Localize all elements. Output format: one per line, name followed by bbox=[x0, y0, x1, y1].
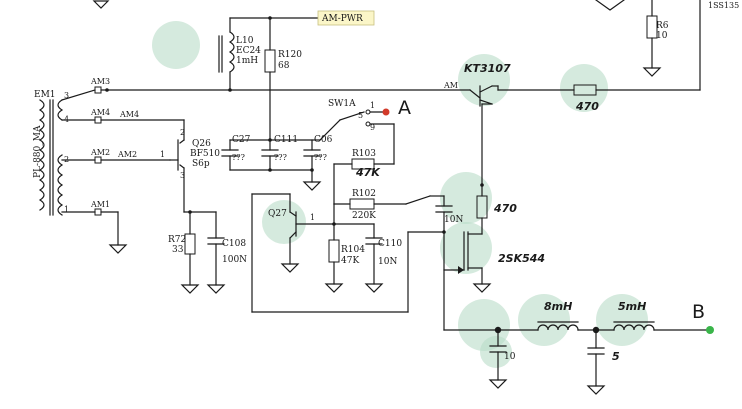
r102-value: 220K bbox=[352, 211, 376, 221]
cap-10-label: 10 bbox=[504, 352, 516, 362]
am4-wire-label: AM4 bbox=[119, 110, 139, 119]
r102-ref: R102 bbox=[352, 189, 376, 199]
cap-5-label: 5 bbox=[612, 350, 620, 363]
am2-wire-label: AM2 bbox=[117, 150, 137, 159]
q27-section: R103 47K R102 220K Q27 1 R104 47K C110 bbox=[251, 149, 445, 313]
q26-pkg: S6p bbox=[192, 159, 210, 169]
em1-pin-1: 1 bbox=[64, 205, 69, 214]
q26-part: BF510 bbox=[190, 149, 220, 159]
kt3107-transistor: KT3107 AM 470 bbox=[443, 0, 701, 113]
l10-value: 1mH bbox=[236, 56, 258, 66]
sw1a-ref: SW1A bbox=[328, 99, 356, 109]
lc-filter: 10 8mH 5 5mH B bbox=[443, 300, 714, 395]
r103-ref: R103 bbox=[352, 149, 376, 159]
r104-value: 47K bbox=[341, 256, 359, 266]
r104-ref: R104 bbox=[341, 245, 365, 255]
c108-value: 100N bbox=[222, 255, 247, 265]
r6-value: 10 bbox=[656, 31, 668, 41]
am-pin-label: AM bbox=[443, 81, 458, 90]
sw1a-pin-1: 1 bbox=[370, 101, 375, 110]
am-connectors: AM3 AM4 AM4 AM2 AM2 AM1 bbox=[61, 77, 471, 254]
c108-ref: C108 bbox=[222, 239, 246, 249]
highlight-marks bbox=[152, 21, 648, 368]
em1-side-label: PL-880_MA bbox=[33, 125, 43, 178]
top-right-section: 1SS135 R6 10 bbox=[595, 0, 739, 77]
am4-label: AM4 bbox=[90, 108, 110, 117]
res-470-horizontal: 470 bbox=[575, 100, 599, 113]
c27-ref: C27 bbox=[232, 135, 251, 145]
l10-type: EC24 bbox=[236, 46, 261, 56]
top-right-ref: 1SS135 bbox=[708, 1, 739, 10]
res-470-vertical: 470 bbox=[493, 202, 517, 215]
inductor-5mh-label: 5mH bbox=[618, 300, 646, 313]
marker-b-dot bbox=[706, 326, 714, 334]
r120-value: 68 bbox=[278, 61, 290, 71]
r120-ref: R120 bbox=[278, 50, 302, 60]
q26-ref: Q26 bbox=[192, 139, 211, 149]
marker-a-dot bbox=[382, 108, 390, 116]
r72-value: 33 bbox=[172, 245, 184, 255]
q26-pin-3: 3 bbox=[180, 171, 185, 180]
q26-transistor: 2 1 3 Q26 BF510 S6p R72 33 C108 100N bbox=[160, 119, 247, 294]
c111-ref: C111 bbox=[274, 135, 298, 145]
r103-value: 47K bbox=[355, 166, 381, 179]
cap-10n-label: 10N bbox=[444, 215, 463, 225]
kt3107-label: KT3107 bbox=[464, 62, 511, 75]
r6-ref: R6 bbox=[656, 21, 669, 31]
q27-pin-1: 1 bbox=[310, 213, 315, 222]
am3-label: AM3 bbox=[90, 77, 110, 86]
r72-ref: R72 bbox=[168, 235, 186, 245]
capacitor-bank: C27 ??? C111 ??? C06 ??? bbox=[221, 135, 333, 191]
power-supply-section: L10 EC24 1mH R120 68 AM-PWR bbox=[218, 10, 375, 141]
marker-b-label: B bbox=[692, 301, 705, 323]
sw1a-pin-9: 9 bbox=[370, 123, 375, 132]
inductor-8mh-label: 8mH bbox=[544, 300, 572, 313]
sw1a-switch: SW1A 5 1 9 A bbox=[319, 97, 411, 165]
q26-pin-2: 2 bbox=[180, 128, 185, 137]
q26-pin-1: 1 bbox=[160, 150, 165, 159]
am2-label: AM2 bbox=[90, 148, 110, 157]
l10-ref: L10 bbox=[236, 36, 254, 46]
output-stage: 10N 470 2SK544 bbox=[429, 103, 545, 331]
fet-label: 2SK544 bbox=[498, 252, 545, 265]
top-ground-arrow bbox=[92, 0, 110, 9]
c111-value: ??? bbox=[274, 153, 287, 162]
c06-ref: C06 bbox=[314, 135, 333, 145]
c06-value: ??? bbox=[314, 153, 327, 162]
am1-label: AM1 bbox=[90, 200, 110, 209]
am-pwr-label: AM-PWR bbox=[321, 14, 363, 24]
em1-pin-3: 3 bbox=[64, 91, 69, 100]
c27-value: ??? bbox=[232, 153, 245, 162]
c110-value: 10N bbox=[378, 257, 397, 267]
c110-ref: C110 bbox=[378, 239, 402, 249]
marker-a-label: A bbox=[398, 97, 411, 119]
q27-ref: Q27 bbox=[268, 209, 287, 219]
em1-antenna-coil: EM1 PL-880_MA 3 4 2 1 bbox=[33, 90, 69, 216]
em1-ref: EM1 bbox=[34, 90, 56, 100]
sw1a-pin-5: 5 bbox=[358, 111, 363, 120]
